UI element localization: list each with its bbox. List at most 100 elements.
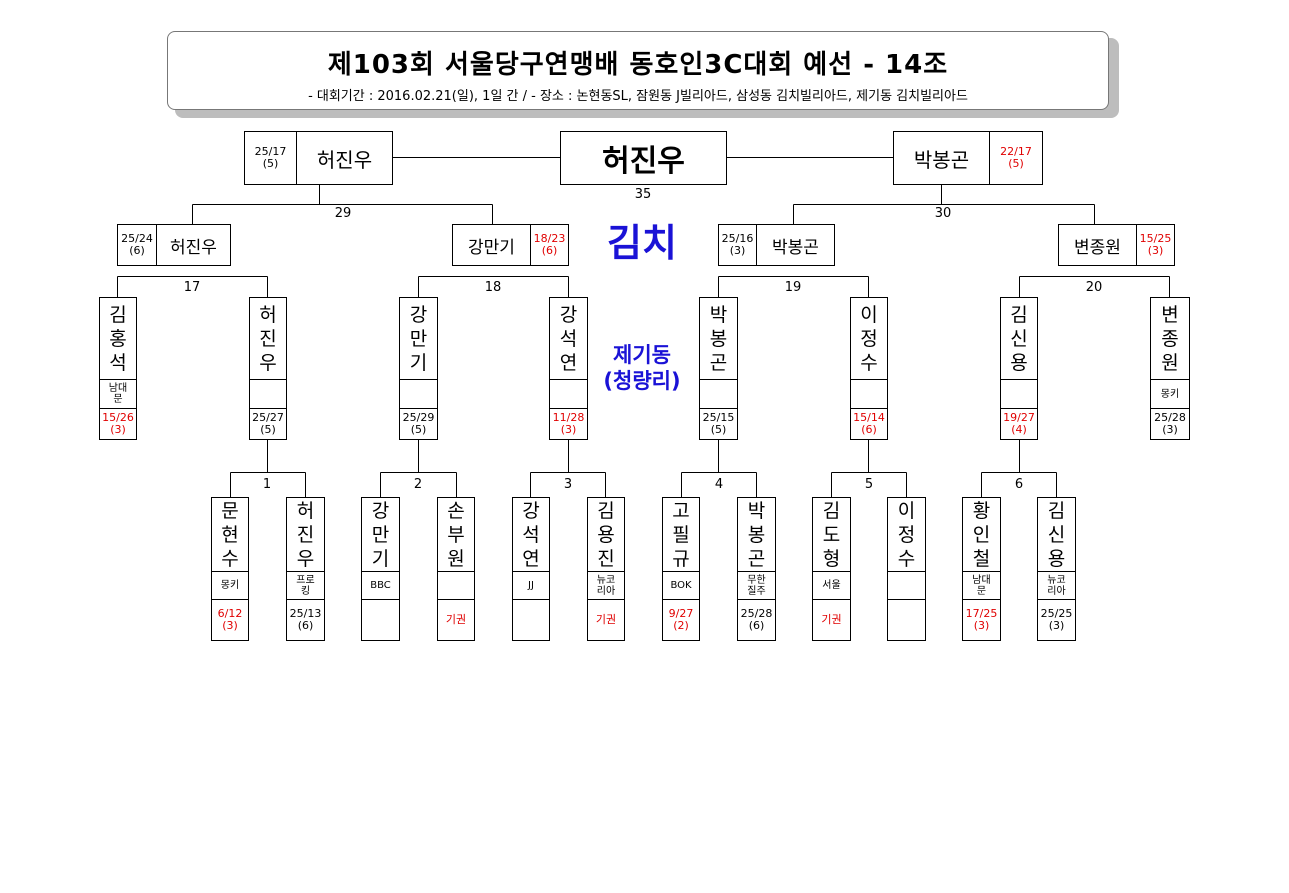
- match-number-3: 3: [563, 477, 573, 492]
- round2-box: 김 홍 석 남대 문 15/26(3): [99, 297, 137, 440]
- round2-innings: (6): [861, 423, 877, 436]
- quarter-box-2: 강만기 18/23 (6): [452, 224, 569, 266]
- semi-left-score: 25/17: [254, 145, 287, 158]
- final-winner-box: 허진우: [560, 131, 727, 185]
- round2-name: 김 홍 석: [100, 298, 136, 380]
- round2-score: 25/28: [1154, 411, 1186, 424]
- round2-club: 남대 문: [100, 380, 136, 409]
- round1-club: [438, 572, 474, 600]
- round1-club: 뉴코 리아: [588, 572, 624, 600]
- quarter-3-score-cell: 25/16 (3): [719, 225, 757, 265]
- round1-box: 김 신 용 뉴코 리아 25/25(3): [1037, 497, 1076, 641]
- semi-right-score: 22/17: [1000, 145, 1032, 158]
- round1-club: JJ: [513, 572, 549, 600]
- round1-name: 문 현 수: [212, 498, 248, 572]
- quarter-1-name: 허진우: [170, 237, 217, 258]
- round1-box: 문 현 수 몽키 6/12(3): [211, 497, 249, 641]
- round1-box: 이 정 수: [887, 497, 926, 641]
- round2-score: 25/29: [402, 411, 435, 424]
- quarter-3-name: 박봉곤: [772, 237, 819, 258]
- semi-right-innings: (5): [1008, 157, 1024, 170]
- round1-box: 허 진 우 프로 킹 25/13(6): [286, 497, 325, 641]
- round1-name: 강 만 기: [362, 498, 399, 572]
- round2-score-cell: 25/28(3): [1151, 409, 1189, 439]
- round1-name: 김 신 용: [1038, 498, 1075, 572]
- round1-score-cell: 6/12(3): [212, 600, 248, 640]
- round1-box: 고 필 규 BOK 9/27(2): [662, 497, 700, 641]
- round2-box: 변 종 원 몽키 25/28(3): [1150, 297, 1190, 440]
- round1-score: 25/13: [289, 607, 322, 620]
- round1-innings: (6): [748, 619, 765, 632]
- round2-innings: (3): [110, 423, 126, 436]
- round2-score: 15/14: [853, 411, 885, 424]
- round1-score: 기권: [821, 613, 842, 626]
- round1-innings: (3): [973, 619, 990, 632]
- round1-score-cell: 25/13(6): [287, 600, 324, 640]
- round1-club: 남대 문: [963, 572, 1000, 600]
- venue-second: 제기동 (청량리): [590, 342, 694, 394]
- quarter-3-score: 25/16: [721, 232, 754, 245]
- match-number-18: 18: [484, 280, 502, 295]
- round1-club: 몽키: [212, 572, 248, 600]
- quarter-box-4: 변종원 15/25 (3): [1058, 224, 1175, 266]
- round2-score: 15/26: [102, 411, 134, 424]
- round1-box: 강 석 연 JJ: [512, 497, 550, 641]
- quarter-1-score-cell: 25/24 (6): [118, 225, 157, 265]
- round1-club: 프로 킹: [287, 572, 324, 600]
- round2-club: [250, 380, 286, 409]
- round2-score: 25/27: [252, 411, 284, 424]
- round1-score-cell: [362, 600, 399, 640]
- round1-box: 강 만 기 BBC: [361, 497, 400, 641]
- match-number-final: 35: [634, 187, 652, 202]
- match-number-30: 30: [934, 206, 952, 221]
- round2-box: 박 봉 곤 25/15(5): [699, 297, 738, 440]
- round2-club: [400, 380, 437, 409]
- round1-club: 서울: [813, 572, 850, 600]
- round1-score-cell: 기권: [588, 600, 624, 640]
- quarter-3-innings: (3): [729, 244, 746, 257]
- quarter-box-3: 25/16 (3) 박봉곤: [718, 224, 835, 266]
- round2-score-cell: 25/27(5): [250, 409, 286, 439]
- venue-second-line2: (청량리): [603, 369, 681, 393]
- round1-name: 손 부 원: [438, 498, 474, 572]
- round2-box: 김 신 용 19/27(4): [1000, 297, 1038, 440]
- round2-club: [851, 380, 887, 409]
- quarter-1-innings: (6): [129, 244, 145, 257]
- match-number-20: 20: [1085, 280, 1103, 295]
- header-panel: 제103회 서울당구연맹배 동호인3C대회 예선 - 14조 - 대회기간 : …: [167, 31, 1109, 110]
- round2-innings: (3): [1162, 423, 1178, 436]
- round1-score-cell: 17/25(3): [963, 600, 1000, 640]
- round2-name: 변 종 원: [1151, 298, 1189, 380]
- round2-box: 강 만 기 25/29(5): [399, 297, 438, 440]
- round1-score-cell: 9/27(2): [663, 600, 699, 640]
- round1-club: BBC: [362, 572, 399, 600]
- round2-innings: (5): [410, 423, 427, 436]
- round1-name: 김 용 진: [588, 498, 624, 572]
- round2-club: 몽키: [1151, 380, 1189, 409]
- quarter-2-score-cell: 18/23 (6): [531, 225, 568, 265]
- round1-score: 6/12: [217, 607, 243, 620]
- round2-box: 강 석 연 11/28(3): [549, 297, 588, 440]
- quarter-4-innings: (3): [1147, 244, 1164, 257]
- round1-innings: (2): [673, 619, 689, 632]
- round1-club: 무한 질주: [738, 572, 775, 600]
- round2-score-cell: 15/14(6): [851, 409, 887, 439]
- round2-score-cell: 19/27(4): [1001, 409, 1037, 439]
- round1-club: [888, 572, 925, 600]
- semi-right-name: 박봉곤: [894, 132, 990, 184]
- quarter-2-score: 18/23: [533, 232, 566, 245]
- round2-club: [550, 380, 587, 409]
- semi-right-box: 박봉곤 22/17 (5): [893, 131, 1043, 185]
- round1-name: 박 봉 곤: [738, 498, 775, 572]
- round2-name: 박 봉 곤: [700, 298, 737, 380]
- page-subtitle: - 대회기간 : 2016.02.21(일), 1일 간 / - 장소 : 논현…: [308, 89, 968, 104]
- round1-innings: (3): [222, 619, 238, 632]
- round1-name: 이 정 수: [888, 498, 925, 572]
- round1-box: 김 용 진 뉴코 리아 기권: [587, 497, 625, 641]
- round2-box: 이 정 수 15/14(6): [850, 297, 888, 440]
- round2-score-cell: 15/26(3): [100, 409, 136, 439]
- match-number-29: 29: [334, 206, 352, 221]
- final-winner-name: 허진우: [602, 144, 685, 179]
- round1-name: 김 도 형: [813, 498, 850, 572]
